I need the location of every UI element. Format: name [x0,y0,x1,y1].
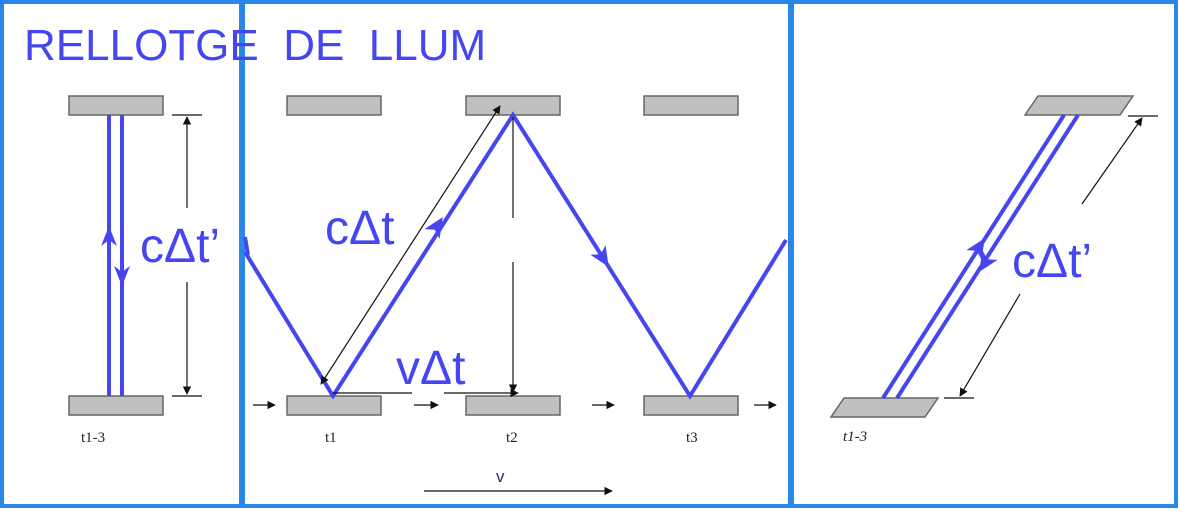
arrowhead-falling-icon [590,245,609,267]
mirror-top-3 [643,95,739,116]
dimension-line-upper-right [1081,117,1143,205]
light-path-entry-stub [243,236,250,256]
light-path-zigzag [243,111,788,400]
velocity-label: v [496,467,505,486]
label-c-delta-t-prime-left: cΔt’ [140,220,220,273]
label-c-delta-t-prime-right: cΔt’ [1012,235,1092,288]
time-label-t2: t2 [506,430,518,446]
time-label-t1: t1 [325,430,337,446]
panel-right: cΔt’ t1-3 [829,95,1158,445]
frame-right [790,0,1178,508]
light-beam-up-right [881,113,1066,400]
mirror-top-1 [286,95,382,116]
label-c-delta-t: cΔt [325,202,394,255]
arrowhead-up-icon [101,226,117,246]
light-beam-down-right [895,113,1080,400]
arrowhead-down-right-icon [979,250,998,272]
mirror-bottom-right [829,397,940,418]
time-label-left: t1-3 [81,430,105,446]
dimension-line-lower-right [959,293,1021,397]
diagram-title: RELLOTGE DE LLUM [24,21,486,70]
mirror-top-right [1023,95,1135,116]
hypotenuse-line [320,105,501,385]
mirror-bottom-3 [643,395,739,416]
mirror-bottom-1 [286,395,382,416]
arrowhead-up-right-icon [966,238,985,260]
time-label-right: t1-3 [843,429,867,445]
time-label-t3: t3 [686,430,698,446]
mirror-top-left [68,95,164,116]
mirror-bottom-2 [465,395,561,416]
panel-middle: cΔt vΔt t1 t2 t3 v [243,95,788,496]
mirror-bottom-left [68,395,164,416]
panel-left: cΔt’ t1-3 [68,95,220,446]
label-v-delta-t: vΔt [396,342,465,395]
arrowhead-down-icon [114,266,130,286]
